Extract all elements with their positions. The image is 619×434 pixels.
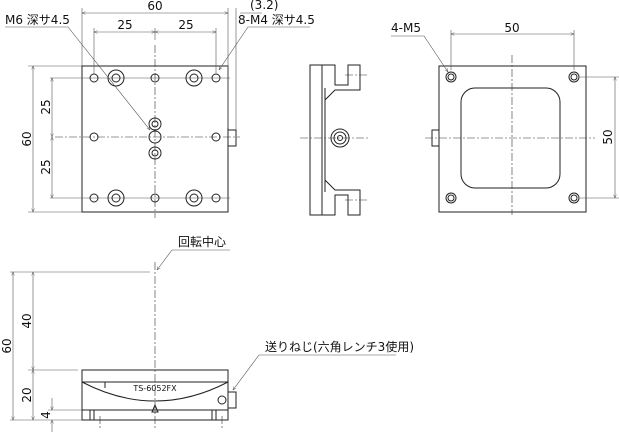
m5-holes [445,71,580,204]
callout-8-m4: 8-M4 深サ4.5 [238,13,315,27]
dim-base-4: 4 [39,411,53,419]
dim-width-50: 50 [504,21,519,35]
dim-pitch-left: 25 [117,18,132,32]
dim-total-60: 60 [0,338,14,353]
top-view: 60 25 25 (3.2) 60 25 25 M6 深サ4.5 8-M4 深サ… [5,0,315,218]
feed-screw-tab [227,129,237,147]
callout-feed-screw: 送りねじ(六角レンチ3使用) [265,339,414,354]
dim-height-60: 60 [20,131,34,146]
callout-4-m5: 4-M5 [391,21,421,35]
dim-height-50: 50 [601,129,615,144]
callout-m6: M6 深サ4.5 [5,13,70,27]
m4-holes [89,73,221,203]
dim-pitch-upper: 25 [39,99,53,114]
dim-stage-20: 20 [20,387,34,402]
dim-width-60: 60 [147,0,162,13]
dim-center-40: 40 [20,313,34,328]
side-view [300,64,368,216]
counterbore-holes [107,69,203,207]
dim-pitch-right: 25 [178,18,193,32]
bottom-view: 50 50 4-M5 [391,21,619,215]
front-view: TS-6052FX 60 40 20 4 回転中心 送りねじ(六角レンチ3使用) [0,234,414,432]
dim-pitch-lower: 25 [39,159,53,174]
dim-offset: (3.2) [250,0,278,12]
callout-rotation-center: 回転中心 [178,234,226,249]
